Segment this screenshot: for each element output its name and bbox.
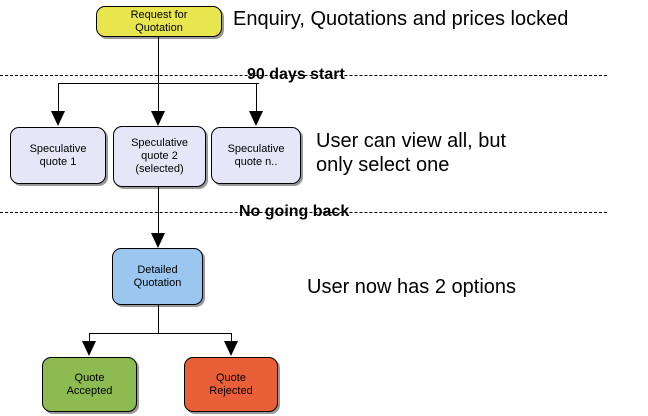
- annotation-two-options: User now has 2 options: [307, 276, 517, 298]
- milestone-divider-2: [0, 212, 607, 213]
- arrowhead-to-spec1: [51, 111, 65, 126]
- node-quote-rejected: Quote Rejected: [184, 357, 278, 412]
- connector-drop-accepted: [89, 333, 90, 341]
- node-detailed-quotation: Detailed Quotation: [112, 248, 203, 305]
- annotation-enquiry: Enquiry, Quotations and prices locked: [233, 8, 569, 30]
- milestone-label-no-going-back: No going back: [239, 203, 350, 220]
- milestone-divider-1: [0, 75, 607, 76]
- milestone-label-90-days: 90 days start: [247, 66, 345, 83]
- connector-drop-rejected: [231, 333, 232, 341]
- arrowhead-to-specn: [249, 111, 263, 126]
- annotation-view-all: User can view all, but only select one: [316, 130, 507, 176]
- arrowhead-to-rejected: [224, 341, 238, 356]
- connector-drop-spec1: [58, 83, 59, 111]
- node-request-for-quotation: Request for Quotation: [96, 6, 222, 37]
- node-quote-accepted: Quote Accepted: [42, 357, 137, 412]
- connector-branch-bottom: [89, 333, 232, 334]
- arrowhead-to-accepted: [82, 341, 96, 356]
- node-speculative-quote-1: Speculative quote 1: [10, 127, 106, 184]
- arrowhead-to-spec2: [151, 111, 165, 126]
- connector-drop-specn: [256, 83, 257, 111]
- connector-request-down: [158, 37, 159, 83]
- arrowhead-to-detailed: [151, 233, 165, 248]
- connector-detailed-down: [158, 305, 159, 333]
- connector-spec2-down: [158, 187, 159, 233]
- node-speculative-quote-n: Speculative quote n..: [211, 127, 301, 184]
- connector-drop-spec2: [158, 83, 159, 111]
- node-speculative-quote-2: Speculative quote 2 (selected): [113, 126, 206, 187]
